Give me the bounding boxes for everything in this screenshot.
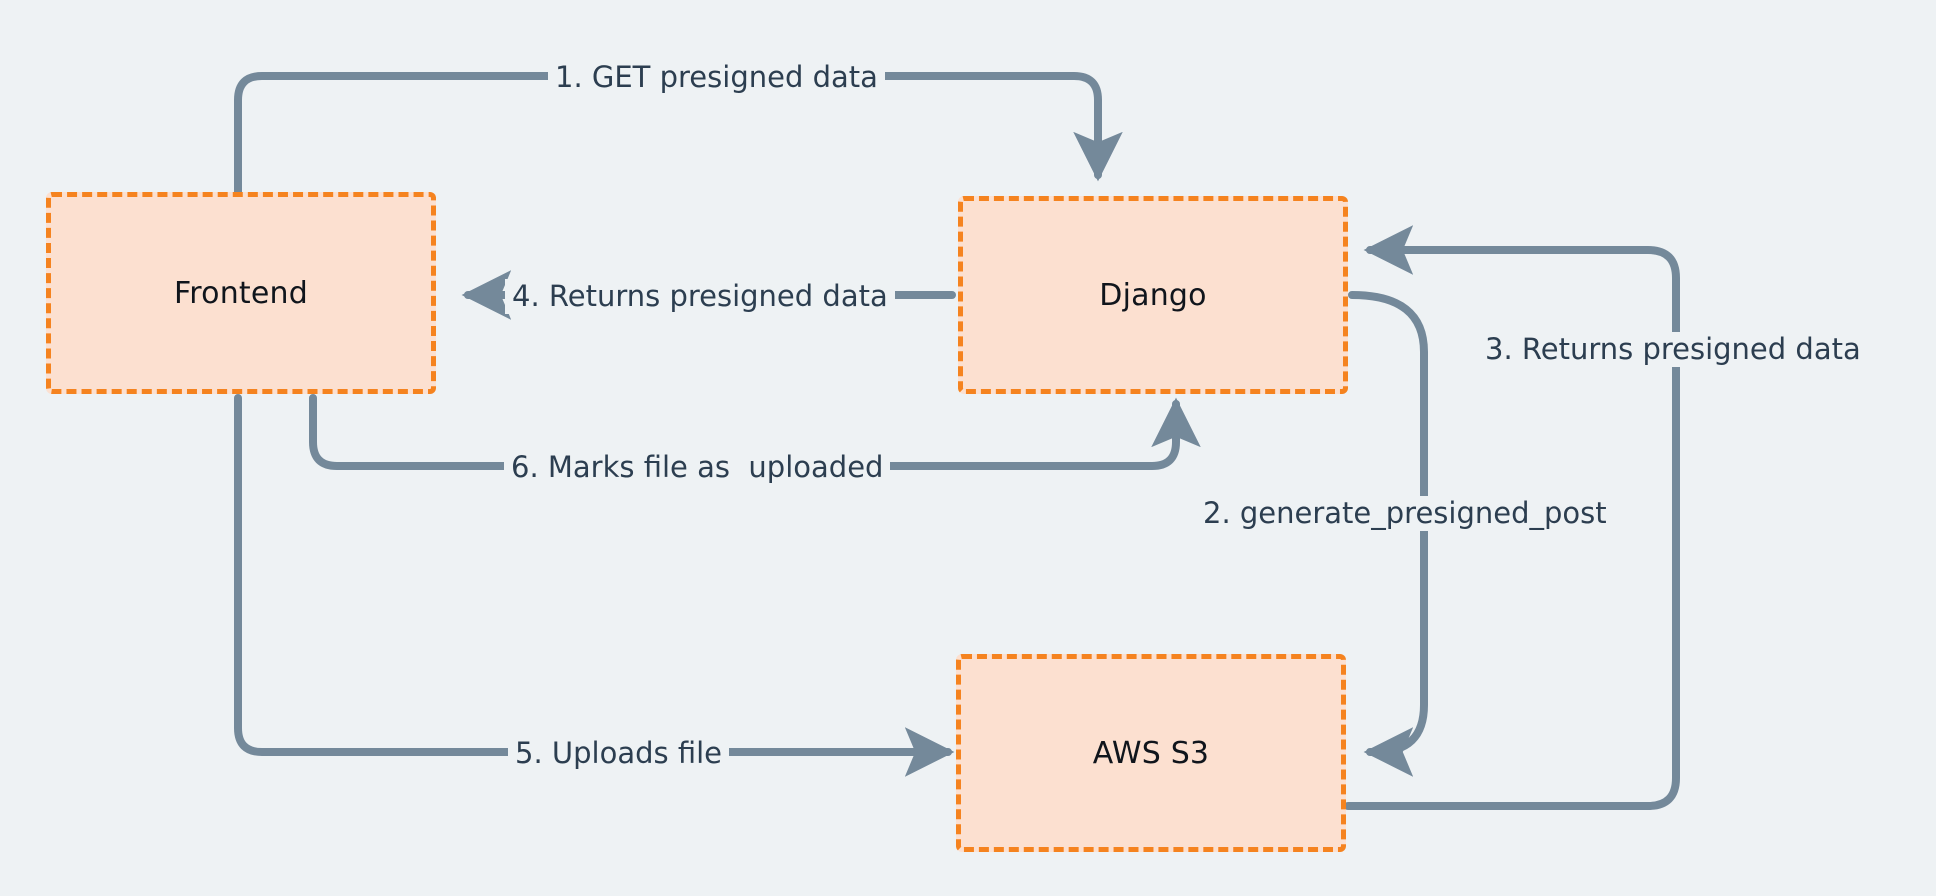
node-frontend-label: Frontend [174,275,308,311]
edge-label-2: 2. generate_presigned_post [1196,496,1614,531]
node-django[interactable]: Django [958,196,1348,394]
node-aws-s3[interactable]: AWS S3 [956,654,1346,852]
edge-label-6: 6. Marks file as uploaded [504,450,891,485]
node-aws-s3-label: AWS S3 [1092,735,1210,771]
edge-label-3: 3. Returns presigned data [1478,332,1868,367]
node-frontend[interactable]: Frontend [46,192,436,394]
node-django-label: Django [1099,277,1207,313]
connector-3-returns-presigned-data [1344,225,1680,810]
edge-label-1: 1. GET presigned data [548,60,885,95]
connector-5-uploads-file [234,394,955,777]
edge-label-4: 4. Returns presigned data [505,279,895,314]
edge-label-5: 5. Uploads file [508,736,729,771]
